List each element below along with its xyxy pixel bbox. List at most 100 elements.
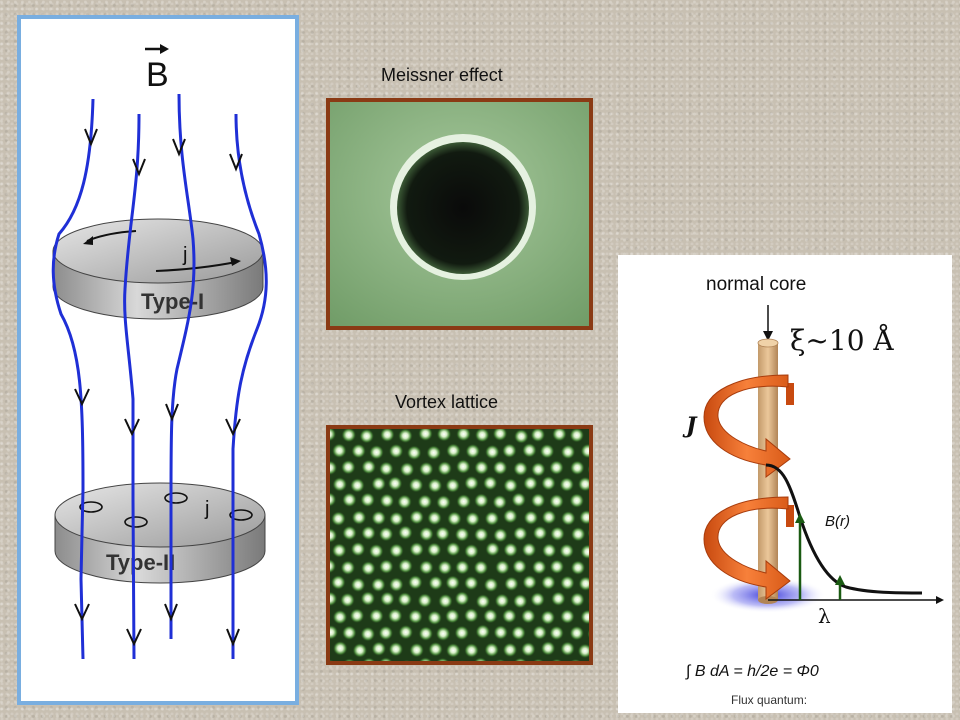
vortex-dot <box>332 609 348 625</box>
vortex-dot <box>454 625 470 641</box>
field-lines <box>51 93 268 660</box>
field-profile-label: B(r) <box>825 513 850 530</box>
vortex-dot <box>579 509 589 525</box>
vortex-dot <box>484 642 500 658</box>
vortex-dot <box>397 525 413 541</box>
flux-equation: ∫ B dA = h/2e = Φ0 <box>685 663 819 680</box>
vortex-dot <box>549 625 565 641</box>
vortex-dot <box>580 544 589 560</box>
vortex-dot <box>512 526 528 542</box>
vortex-dot <box>378 559 394 575</box>
vortex-dot <box>418 559 434 575</box>
vortex-dot <box>445 541 461 557</box>
vortex-dot <box>494 658 506 661</box>
vortex-dot <box>512 593 528 609</box>
vortex-dot <box>402 659 412 661</box>
vortex-dot <box>360 492 376 508</box>
vortex-dot <box>463 543 479 559</box>
vortex-dot <box>560 641 576 657</box>
vortex-dot <box>331 543 347 558</box>
vortex-dot <box>342 525 357 541</box>
vortex-dot <box>492 494 508 510</box>
vortex-dot <box>465 443 481 459</box>
vortex-dot <box>379 657 393 661</box>
vortex-dot <box>418 429 433 442</box>
vortex-dot <box>580 443 589 459</box>
meissner-excluded-region <box>397 142 529 274</box>
vortex-dot <box>330 460 338 476</box>
vortex-dot <box>445 478 461 493</box>
vortex-dot <box>330 429 337 442</box>
meissner-image <box>326 98 593 330</box>
vortex-dot <box>492 527 508 543</box>
supercurrent-ribbons <box>703 374 791 600</box>
vortex-dot <box>511 625 526 641</box>
vortex-dot <box>512 559 527 574</box>
vortex-dot <box>493 624 509 640</box>
vortex-dot <box>569 493 585 509</box>
vortex-dot <box>330 492 337 507</box>
vortex-dot <box>409 509 425 525</box>
vortex-dot <box>340 560 356 576</box>
vortex-dot <box>482 475 498 491</box>
vortex-dot <box>521 442 537 458</box>
vortex-dot <box>541 475 556 491</box>
vortex-dot <box>399 461 415 477</box>
vortex-dot <box>587 464 589 475</box>
vortex-dot <box>464 642 479 658</box>
vortex-dot <box>351 510 367 525</box>
vortex-dot <box>560 510 576 526</box>
vortex-dot <box>503 542 519 558</box>
vortex-dot <box>494 559 510 575</box>
type2-current-label: j <box>204 498 209 520</box>
core-label: normal core <box>706 274 806 295</box>
field-profile-curve <box>765 463 923 595</box>
vortex-dot <box>587 628 589 639</box>
vortex-dot <box>388 443 404 459</box>
vortex-dot <box>475 594 491 609</box>
vortex-dot <box>521 542 537 558</box>
vortex-dot <box>341 429 357 443</box>
vortex-dot <box>550 526 565 542</box>
vortex-dot <box>397 494 412 510</box>
vortex-structure-panel: normal core ξ~10 Å J B(r) λ ∫ B dA <box>618 255 952 713</box>
vortex-dot <box>523 475 538 491</box>
vortex-dot <box>454 591 470 606</box>
vortex-dot <box>387 476 403 491</box>
vortex-dot <box>418 526 434 542</box>
vortex-dot <box>541 543 557 558</box>
vortex-dot <box>485 541 501 557</box>
vortex-dot <box>340 592 355 608</box>
vortex-dot <box>379 591 395 607</box>
type-comparison-panel: B Type-I j Type-II j <box>17 15 299 705</box>
vortex-dot <box>569 429 585 443</box>
vortex-dot <box>569 592 585 608</box>
penetration-depth-symbol: λ <box>818 604 831 628</box>
vortex-dot <box>330 558 337 574</box>
vortex-dot <box>540 575 556 590</box>
vortex-dot <box>465 511 481 527</box>
vortex-dot <box>580 609 589 625</box>
vortex-dot <box>427 478 443 494</box>
vortex-dot <box>350 577 366 593</box>
vortex-dot <box>532 625 548 640</box>
type1-label: Type-I <box>141 289 204 314</box>
vortex-dot <box>483 577 499 593</box>
vortex-dot <box>456 493 472 509</box>
vortex-dot <box>454 559 470 575</box>
vortex-dot <box>437 593 453 609</box>
vortex-dot <box>446 511 462 527</box>
vortex-dot <box>388 543 404 559</box>
flux-caption: Flux quantum: <box>731 693 807 707</box>
vortex-dot <box>551 429 567 442</box>
coherence-length-label: ξ~10 Å <box>790 324 894 357</box>
vortex-dot <box>379 493 395 509</box>
vortex-dot <box>503 576 519 592</box>
vortex-dot <box>428 641 444 657</box>
vortex-dot <box>330 624 339 640</box>
vortex-dot <box>550 591 566 607</box>
type1-current-label: j <box>182 244 187 266</box>
vortex-dot <box>409 642 425 658</box>
vortex-dot <box>426 445 442 461</box>
vortex-dot <box>371 476 387 492</box>
